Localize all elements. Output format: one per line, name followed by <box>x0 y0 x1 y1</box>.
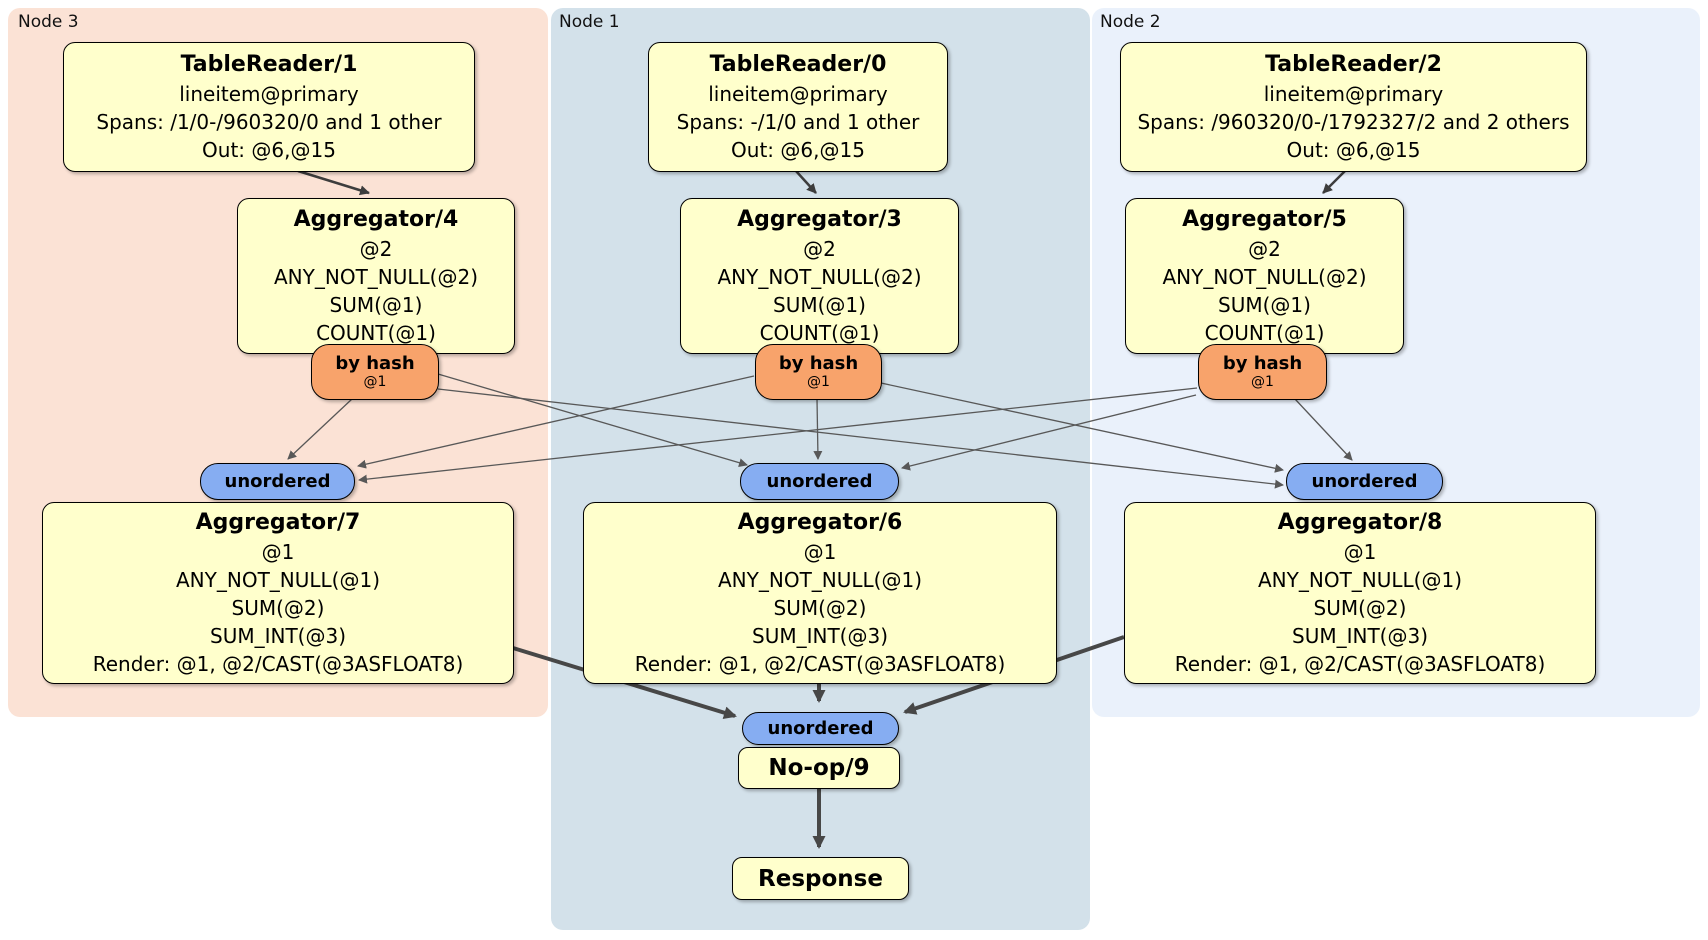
processor-tablereader-2: TableReader/2 lineitem@primary Spans: /9… <box>1120 42 1587 172</box>
router-by-hash-3: by hash @1 <box>755 344 882 400</box>
processor-line: SUM(@2) <box>773 596 867 620</box>
synchronizer-unordered-8: unordered <box>1286 463 1443 500</box>
processor-line: SUM(@2) <box>231 596 325 620</box>
region-label-node2: Node 2 <box>1100 12 1161 32</box>
processor-line: @2 <box>1248 237 1281 261</box>
processor-line: ANY_NOT_NULL(@1) <box>718 568 922 592</box>
processor-line: SUM_INT(@3) <box>210 624 346 648</box>
processor-line: COUNT(@1) <box>759 321 880 345</box>
processor-title: TableReader/1 <box>180 52 358 77</box>
processor-line: Spans: /960320/0-/1792327/2 and 2 others <box>1137 110 1570 134</box>
router-by-hash-5: by hash @1 <box>1198 344 1327 400</box>
router-key: @1 <box>1251 374 1274 390</box>
region-label-node3: Node 3 <box>18 12 79 32</box>
processor-title: Aggregator/8 <box>1277 510 1443 535</box>
synchronizer-unordered-final: unordered <box>742 712 899 745</box>
processor-aggregator-4: Aggregator/4 @2 ANY_NOT_NULL(@2) SUM(@1)… <box>237 198 515 354</box>
processor-line: COUNT(@1) <box>1204 321 1325 345</box>
processor-line: SUM(@2) <box>1313 596 1407 620</box>
processor-line: ANY_NOT_NULL(@2) <box>717 265 922 289</box>
processor-title: Aggregator/4 <box>293 207 459 232</box>
processor-aggregator-5: Aggregator/5 @2 ANY_NOT_NULL(@2) SUM(@1)… <box>1125 198 1404 354</box>
processor-aggregator-3: Aggregator/3 @2 ANY_NOT_NULL(@2) SUM(@1)… <box>680 198 959 354</box>
processor-line: Render: @1, @2/CAST(@3ASFLOAT8) <box>634 652 1006 676</box>
processor-title: Aggregator/3 <box>737 207 902 232</box>
processor-line: SUM_INT(@3) <box>752 624 888 648</box>
synchronizer-unordered-7: unordered <box>200 463 355 500</box>
processor-line: lineitem@primary <box>179 82 359 106</box>
processor-aggregator-6: Aggregator/6 @1 ANY_NOT_NULL(@1) SUM(@2)… <box>583 502 1057 684</box>
processor-response: Response <box>732 857 909 900</box>
tablereader-edges <box>297 169 1346 196</box>
processor-line: Out: @6,@15 <box>1286 138 1421 162</box>
router-mesh-edges <box>287 373 1353 489</box>
processor-line: Out: @6,@15 <box>731 138 865 162</box>
processor-line: SUM(@1) <box>773 293 866 317</box>
processor-line: SUM(@1) <box>329 293 423 317</box>
processor-title: Aggregator/6 <box>737 510 903 535</box>
processor-line: Spans: /1/0-/960320/0 and 1 other <box>96 110 442 134</box>
processor-line: ANY_NOT_NULL(@1) <box>176 568 380 592</box>
processor-noop-9: No-op/9 <box>738 747 900 789</box>
router-key: @1 <box>807 374 830 390</box>
processor-title: TableReader/0 <box>709 52 887 77</box>
processor-line: Out: @6,@15 <box>202 138 336 162</box>
processor-line: ANY_NOT_NULL(@1) <box>1258 568 1462 592</box>
processor-aggregator-7: Aggregator/7 @1 ANY_NOT_NULL(@1) SUM(@2)… <box>42 502 514 684</box>
processor-line: SUM_INT(@3) <box>1292 624 1428 648</box>
processor-line: @1 <box>1343 540 1377 564</box>
processor-line: lineitem@primary <box>1263 82 1444 106</box>
router-by-hash-4: by hash @1 <box>311 344 439 400</box>
processor-tablereader-0: TableReader/0 lineitem@primary Spans: -/… <box>648 42 948 172</box>
processor-title: TableReader/2 <box>1265 52 1442 77</box>
region-label-node1: Node 1 <box>559 12 620 32</box>
router-label: by hash <box>1222 353 1303 374</box>
processor-line: ANY_NOT_NULL(@2) <box>274 265 478 289</box>
processor-line: @1 <box>261 540 295 564</box>
processor-title: Aggregator/5 <box>1182 207 1347 232</box>
processor-line: ANY_NOT_NULL(@2) <box>1162 265 1367 289</box>
processor-aggregator-8: Aggregator/8 @1 ANY_NOT_NULL(@1) SUM(@2)… <box>1124 502 1596 684</box>
processor-line: SUM(@1) <box>1218 293 1311 317</box>
processor-tablereader-1: TableReader/1 lineitem@primary Spans: /1… <box>63 42 475 172</box>
processor-line: @1 <box>803 540 837 564</box>
processor-line: @2 <box>803 237 836 261</box>
router-label: by hash <box>335 353 415 374</box>
processor-line: Render: @1, @2/CAST(@3ASFLOAT8) <box>92 652 464 676</box>
router-key: @1 <box>363 374 387 390</box>
processor-title: Aggregator/7 <box>195 510 361 535</box>
processor-line: Spans: -/1/0 and 1 other <box>676 110 920 134</box>
router-label: by hash <box>778 353 859 374</box>
synchronizer-unordered-6: unordered <box>740 463 899 500</box>
processor-line: @2 <box>359 237 393 261</box>
processor-line: COUNT(@1) <box>316 321 436 345</box>
processor-line: Render: @1, @2/CAST(@3ASFLOAT8) <box>1174 652 1546 676</box>
processor-line: lineitem@primary <box>708 82 888 106</box>
